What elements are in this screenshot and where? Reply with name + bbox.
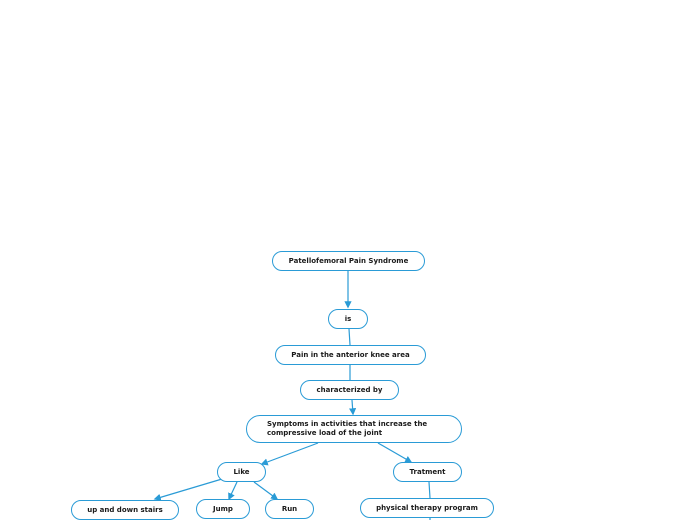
node-stairs[interactable]: up and down stairs [71, 500, 179, 520]
node-symptoms-label: Symptoms in activities that increase the… [267, 420, 428, 437]
node-run-label: Run [281, 504, 298, 513]
node-characterized-label: characterized by [316, 385, 383, 394]
node-root[interactable]: Patellofemoral Pain Syndrome [272, 251, 425, 271]
connector-characterized-symptoms [348, 399, 357, 416]
node-jump[interactable]: Jump [196, 499, 250, 519]
node-is[interactable]: is [328, 309, 368, 329]
node-pain-label: Pain in the anterior knee area [291, 350, 410, 359]
node-treatment-label: Tratment [409, 467, 446, 476]
connector-like-run [253, 481, 279, 500]
node-is-label: is [344, 314, 352, 323]
node-like[interactable]: Like [217, 462, 266, 482]
node-physical-label: physical therapy program [376, 503, 478, 512]
node-run[interactable]: Run [265, 499, 314, 519]
node-pain[interactable]: Pain in the anterior knee area [275, 345, 426, 365]
connector-symptoms-treatment [377, 442, 413, 463]
node-characterized[interactable]: characterized by [300, 380, 399, 400]
node-treatment[interactable]: Tratment [393, 462, 462, 482]
connector-is-pain [348, 328, 351, 346]
node-stairs-label: up and down stairs [87, 505, 163, 514]
node-like-label: Like [233, 467, 250, 476]
node-root-label: Patellofemoral Pain Syndrome [288, 256, 409, 265]
node-symptoms[interactable]: Symptoms in activities that increase the… [246, 415, 462, 443]
node-physical[interactable]: physical therapy program [360, 498, 494, 518]
connector-like-stairs [153, 478, 223, 501]
node-jump-label: Jump [213, 504, 233, 513]
connector-like-jump [228, 481, 238, 501]
connector-treatment-physical [428, 481, 431, 499]
connector-symptoms-like [260, 442, 319, 466]
